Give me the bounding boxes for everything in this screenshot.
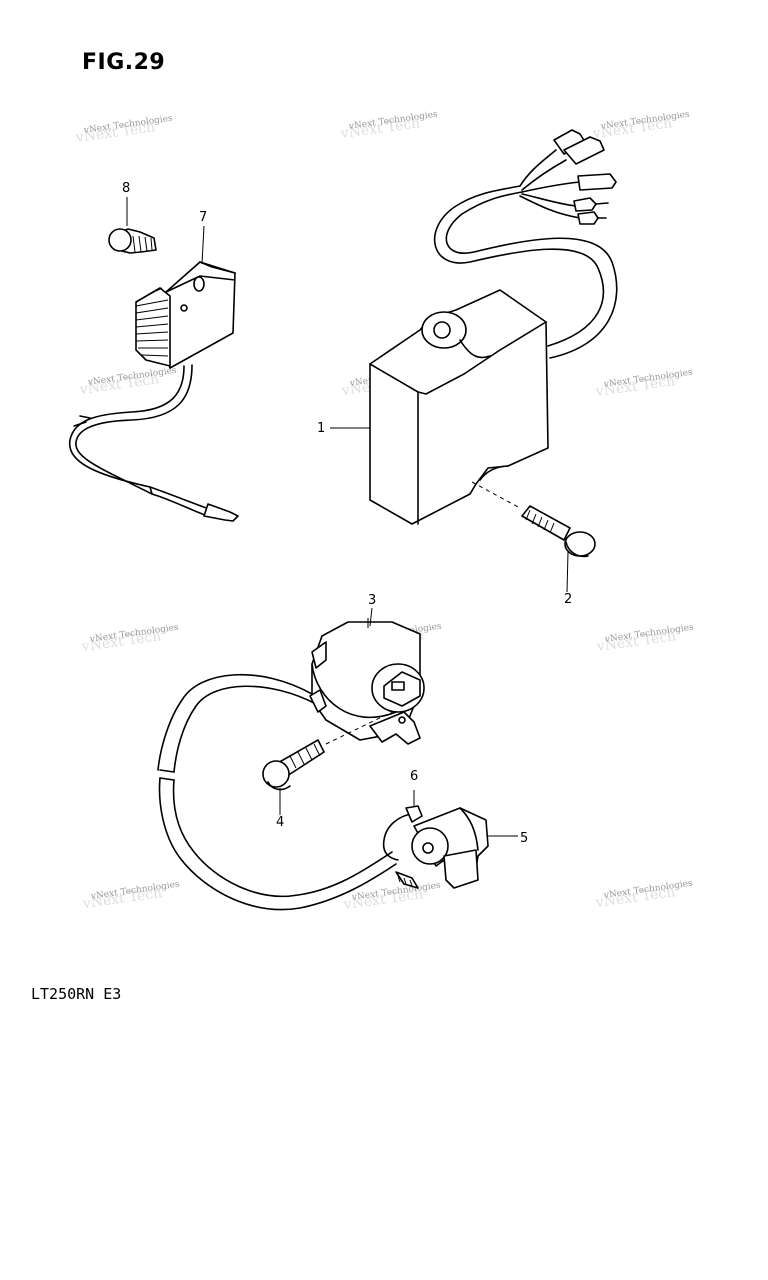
callout-4: 4 [276, 815, 284, 830]
cap-terminal[interactable] [382, 790, 423, 889]
callout-1: 1 [317, 421, 325, 436]
callout-6: 6 [410, 769, 418, 784]
spark-plug-cap[interactable] [411, 807, 518, 889]
watermark-group: vNext Tech vNext Technologies vNext Tech… [74, 110, 695, 914]
watermark: vNext Tech vNext Technologies [591, 110, 691, 143]
regulator-bolt[interactable] [108, 228, 157, 254]
callouts: 8 7 1 2 3 4 6 5 [122, 181, 572, 846]
watermark: vNext Tech vNext Technologies [595, 623, 695, 656]
callout-5: 5 [520, 831, 528, 846]
watermark: vNext Tech vNext Technologies [342, 881, 442, 914]
watermark: vNext Tech vNext Technologies [81, 880, 181, 913]
ignitor-screw[interactable] [471, 481, 596, 593]
callout-7: 7 [199, 210, 207, 225]
ignitor-unit[interactable] [369, 129, 618, 525]
figure-title: FIG.29 [82, 50, 166, 75]
watermark: vNext Tech vNext Technologies [339, 110, 439, 143]
callout-3: 3 [368, 593, 376, 608]
model-code: LT250RN E3 [31, 985, 122, 1003]
watermark: vNext Tech vNext Technologies [78, 366, 178, 399]
watermark: vNext Tech vNext Technologies [80, 623, 180, 656]
watermark: vNext Tech vNext Technologies [594, 879, 694, 912]
watermark: vNext Tech vNext Technologies [594, 368, 694, 401]
callout-2: 2 [564, 592, 572, 607]
watermark: vNext Tech vNext Technologies [74, 114, 174, 147]
ignition-coil[interactable] [157, 618, 425, 911]
regulator[interactable] [68, 261, 239, 522]
callout-8: 8 [122, 181, 130, 196]
coil-screw[interactable] [262, 711, 393, 815]
